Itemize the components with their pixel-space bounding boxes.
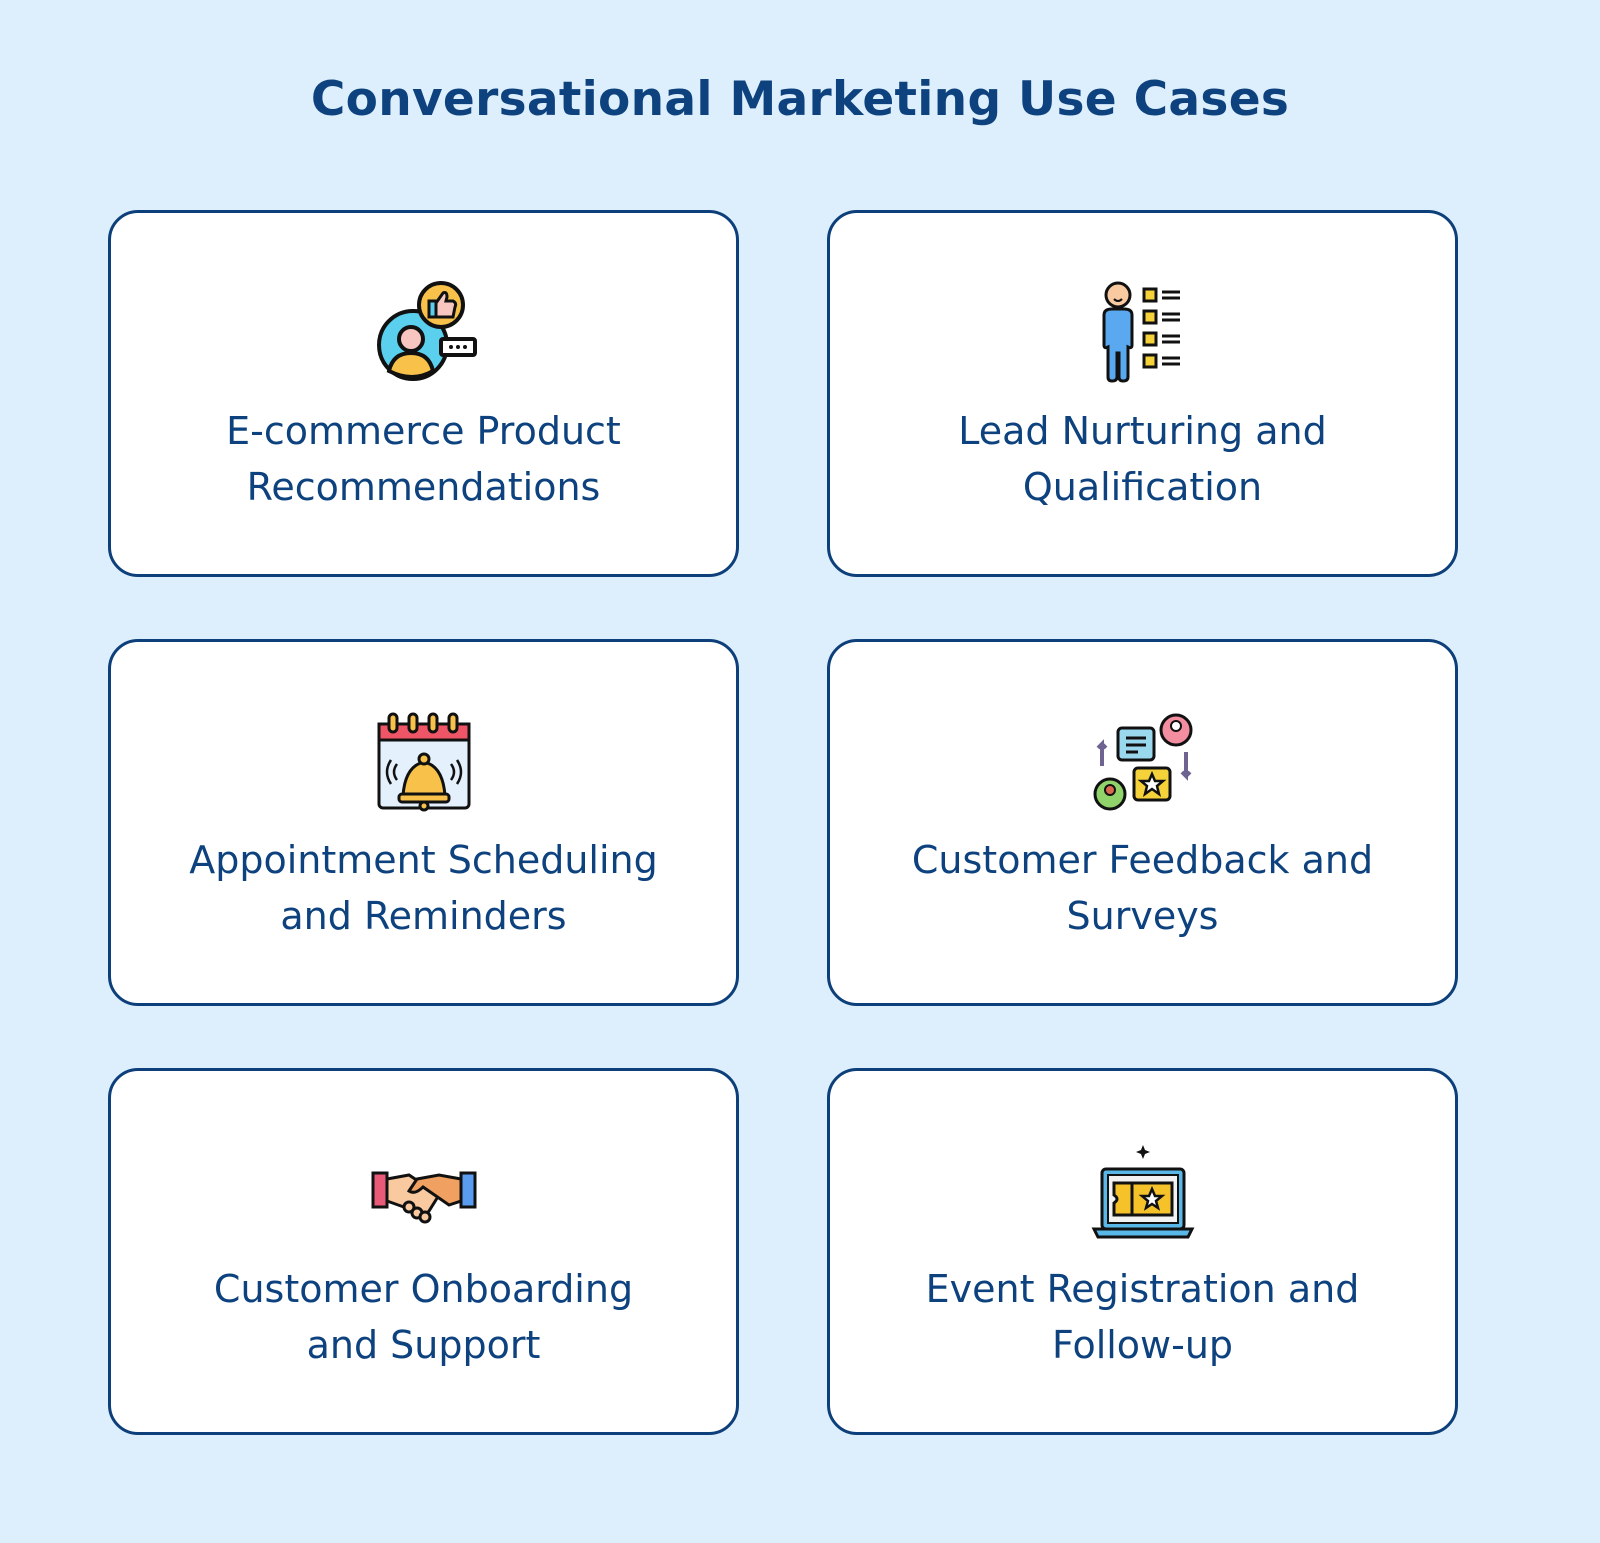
card-label-line: and Reminders [280,894,567,938]
thumbs-up-feedback-icon [376,281,477,381]
card-label-line: Follow-up [1051,1323,1234,1367]
card-event-registration: Event Registration and Follow-up [827,1068,1458,1435]
card-label-line: Customer Feedback and [911,838,1374,882]
card-label-line: Customer Onboarding [213,1267,634,1311]
person-checklist-icon [1102,281,1180,383]
card-lead-nurturing: Lead Nurturing and Qualification [827,210,1458,577]
card-label-line: Surveys [1066,894,1219,938]
card-label-line: and Support [306,1323,541,1367]
calendar-bell-icon [377,712,470,812]
laptop-ticket-icon [1091,1145,1194,1239]
handshake-icon [371,1171,476,1224]
card-appointment-scheduling: Appointment Scheduling and Reminders [108,639,739,1006]
card-label-line: E-commerce Product [226,409,621,453]
page-title: Conversational Marketing Use Cases [310,72,1290,127]
card-label: Customer Feedback and Surveys [850,832,1435,944]
card-label-line: Appointment Scheduling [189,838,658,882]
card-label-line: Lead Nurturing and [958,409,1327,453]
card-customer-onboarding: Customer Onboarding and Support [108,1068,739,1435]
card-label-line: Recommendations [246,465,601,509]
card-label: Event Registration and Follow-up [850,1261,1435,1373]
card-label: E-commerce Product Recommendations [131,403,716,515]
card-label-line: Event Registration and [925,1267,1360,1311]
card-label: Appointment Scheduling and Reminders [131,832,716,944]
card-ecommerce-recommendations: E-commerce Product Recommendations [108,210,739,577]
card-label: Customer Onboarding and Support [131,1261,716,1373]
card-label-line: Qualification [1022,465,1263,509]
feedback-exchange-icon [1093,713,1192,811]
card-customer-feedback: Customer Feedback and Surveys [827,639,1458,1006]
card-label: Lead Nurturing and Qualification [850,403,1435,515]
